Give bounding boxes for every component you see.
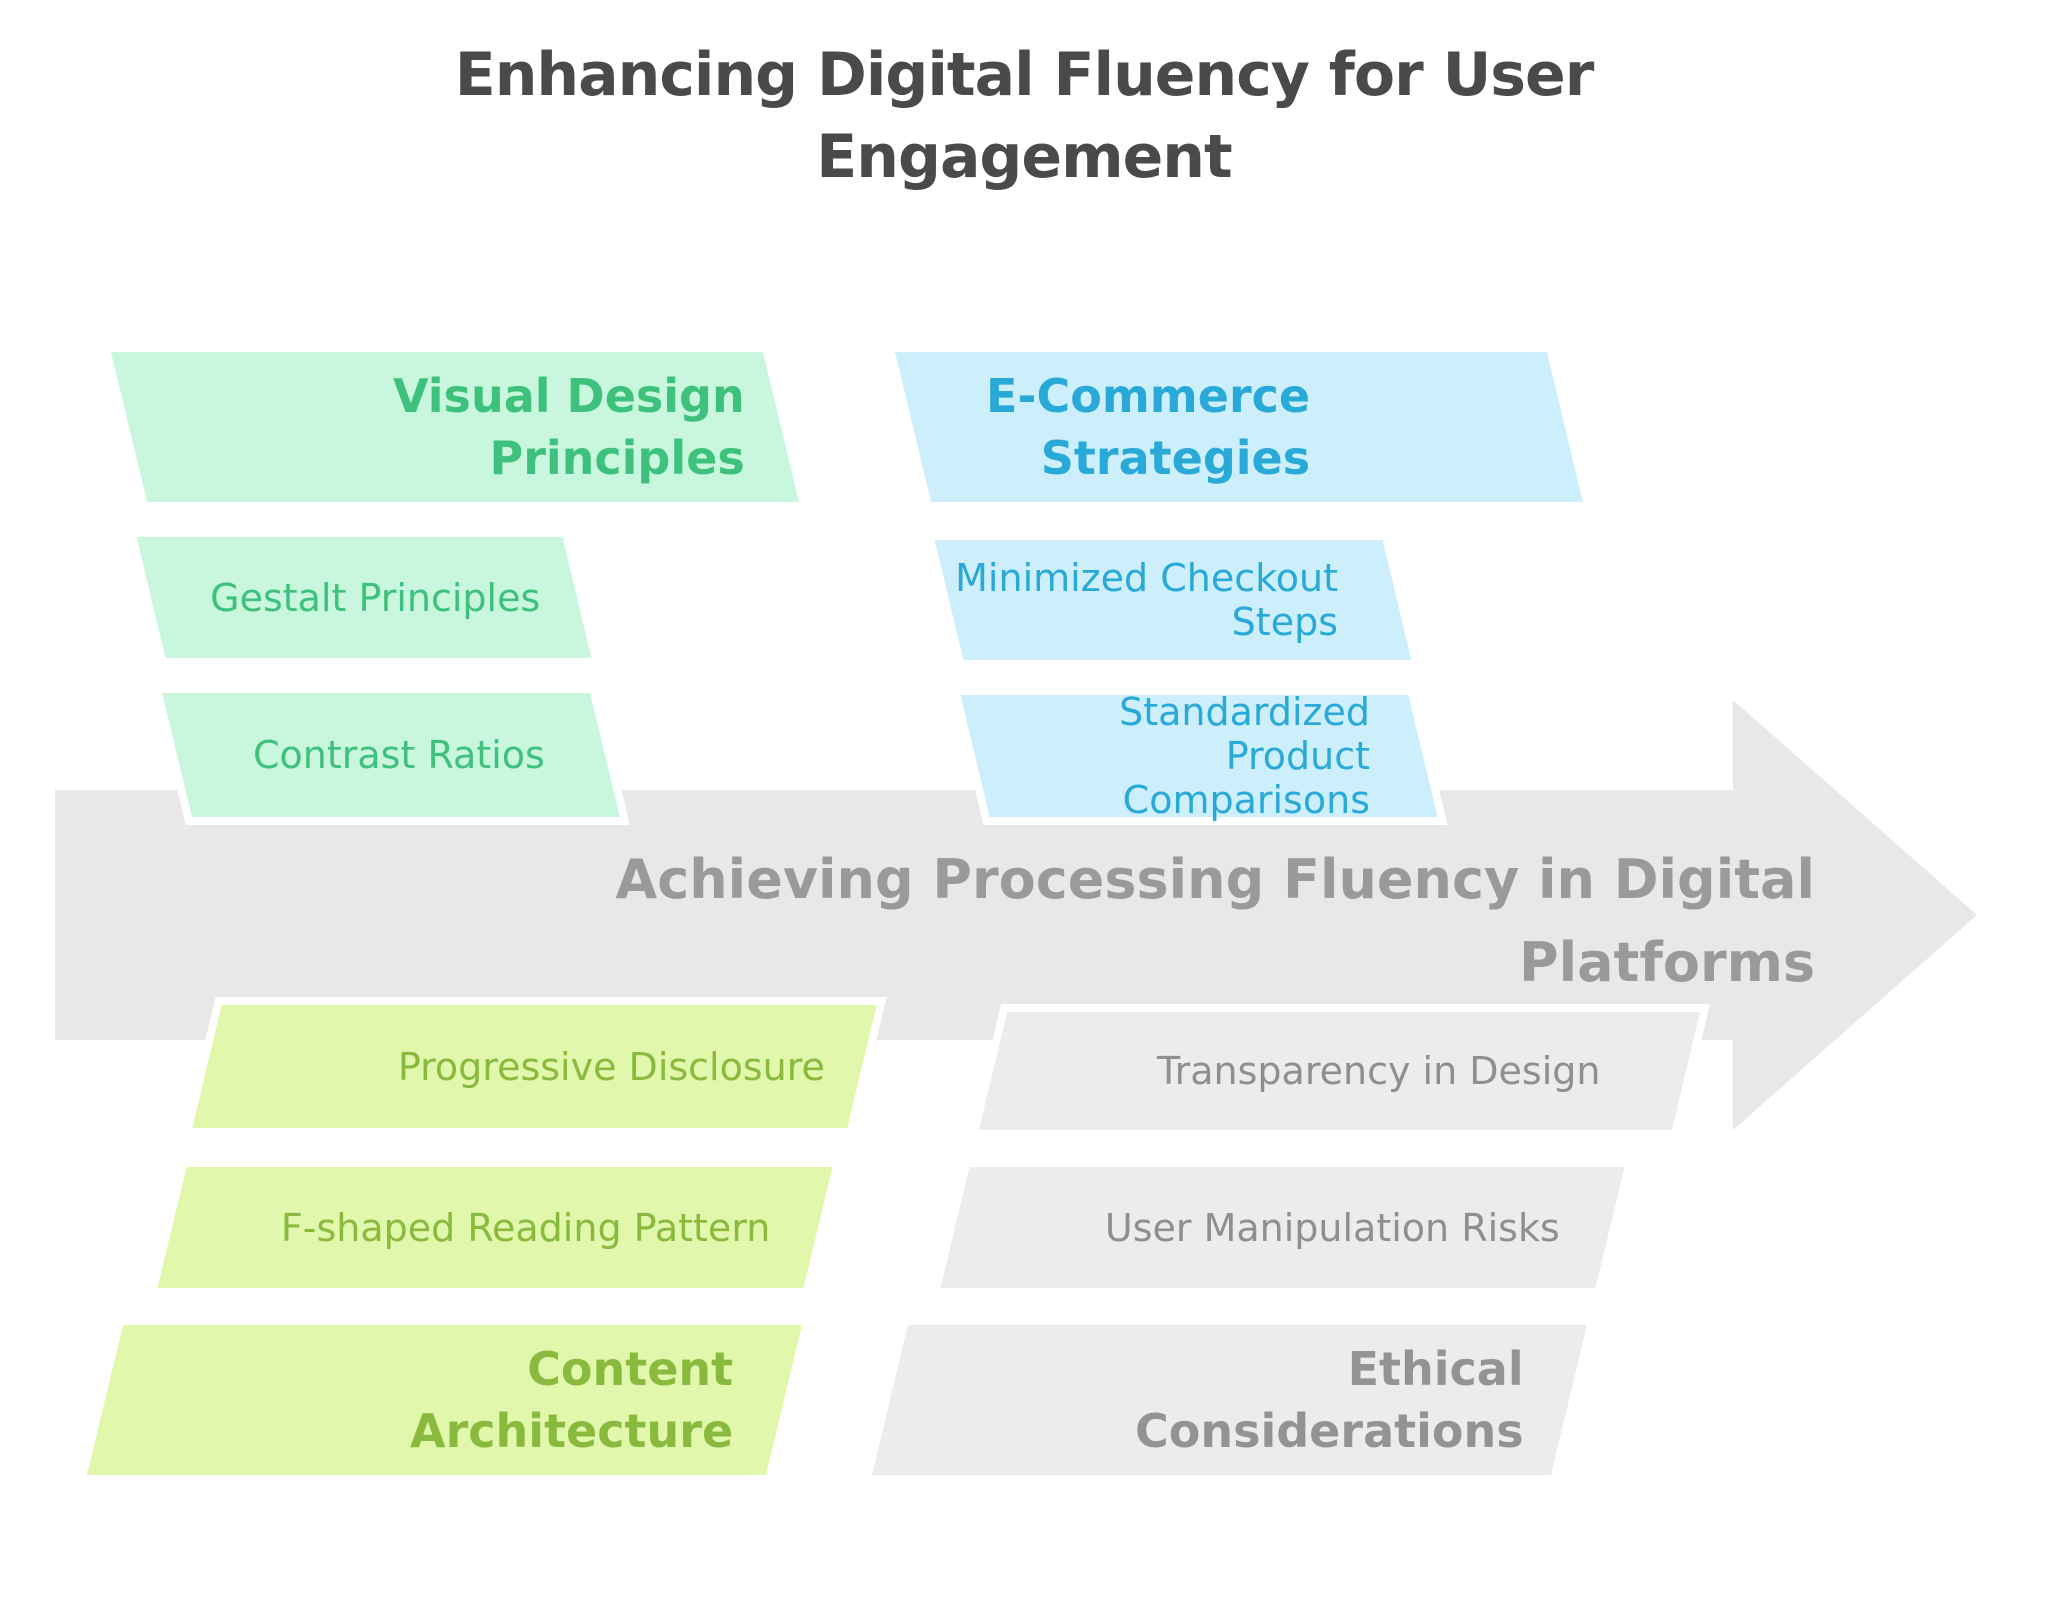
item-standardized-product-comparisons: Standardized Product Comparisons <box>960 690 1438 822</box>
item-contrast-ratios: Contrast Ratios <box>162 693 620 817</box>
item-progressive-disclosure-label: Progressive Disclosure <box>397 1044 825 1089</box>
item-gestalt-principles-label: Gestalt Principles <box>209 575 540 620</box>
visual-design-principles-header-label: Visual Design Principles <box>393 369 745 485</box>
item-standardized-product-comparisons-label: Standardized Product Comparisons <box>1119 690 1370 822</box>
item-transparency-in-design-label: Transparency in Design <box>1156 1049 1600 1093</box>
item-contrast-ratios-label: Contrast Ratios <box>253 733 545 777</box>
item-minimized-checkout-steps: Minimized Checkout Steps <box>934 540 1412 660</box>
content-architecture-header-label: Content Architecture <box>409 1342 733 1458</box>
item-user-manipulation-risks-label: User Manipulation Risks <box>1105 1205 1560 1250</box>
visual-design-principles-header: Visual Design Principles <box>110 352 800 502</box>
ecommerce-strategies-header-label: E-Commerce Strategies <box>985 369 1310 485</box>
item-minimized-checkout-steps-label: Minimized Checkout Steps <box>955 556 1338 644</box>
item-f-shaped-reading-pattern-label: F-shaped Reading Pattern <box>280 1205 770 1250</box>
item-f-shaped-reading-pattern: F-shaped Reading Pattern <box>157 1167 833 1288</box>
ethical-considerations-header: Ethical Considerations <box>871 1325 1588 1475</box>
item-user-manipulation-risks: User Manipulation Risks <box>940 1167 1625 1288</box>
process-arrow-label: Achieving Processing Fluency in Digital … <box>615 848 1815 994</box>
ecommerce-strategies-header: E-Commerce Strategies <box>894 352 1584 502</box>
page-title: Enhancing Digital Fluency for User Engag… <box>454 40 1595 192</box>
ethical-considerations-header-label: Ethical Considerations <box>1135 1342 1524 1458</box>
item-gestalt-principles: Gestalt Principles <box>136 537 592 658</box>
item-progressive-disclosure: Progressive Disclosure <box>192 1005 877 1128</box>
content-architecture-header: Content Architecture <box>86 1325 803 1475</box>
item-transparency-in-design: Transparency in Design <box>978 1012 1701 1130</box>
